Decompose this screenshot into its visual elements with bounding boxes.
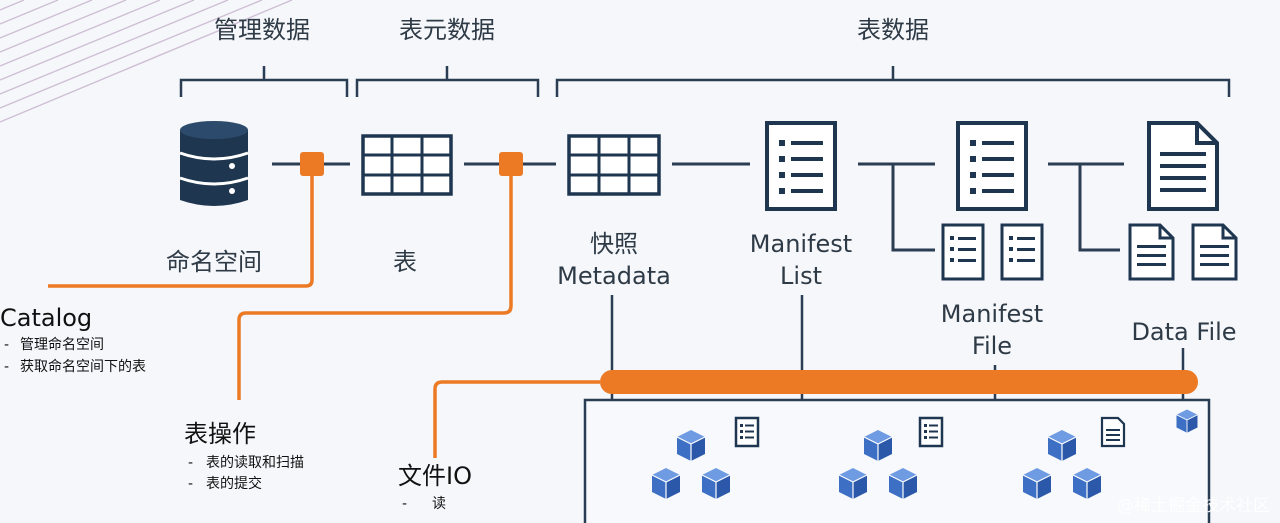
small-manifest-file-icon <box>1000 223 1044 281</box>
watermark: @稀土掘金技术社区 <box>1117 496 1270 516</box>
small-data-file-icon <box>1128 223 1175 281</box>
database-icon <box>179 121 249 206</box>
storage-list-doc-icon <box>918 416 944 448</box>
decorative-stripes <box>0 0 293 123</box>
small-data-file-icon <box>1191 223 1238 281</box>
group-title-table-meta: 表元数据 <box>399 16 495 44</box>
table-ops-item: 表的提交 <box>206 476 262 492</box>
table-grid-icon <box>361 134 453 196</box>
catalog-title: Catalog <box>0 304 93 332</box>
node-label-data-file: Data File <box>1131 318 1237 346</box>
file-io-bullet: - <box>402 496 408 512</box>
table-ops-bullet: - <box>188 455 194 471</box>
small-manifest-file-icon <box>941 223 985 281</box>
group-title-management: 管理数据 <box>214 16 310 44</box>
file-io-bar <box>600 370 1198 394</box>
node-label-manifest-list-2: List <box>780 262 822 290</box>
node-label-manifest-file-2: File <box>971 332 1013 360</box>
node-label-metadata: Metadata <box>557 262 671 290</box>
manifest-list-icon <box>765 121 837 211</box>
table-ops-bullet: - <box>188 476 194 492</box>
table-ops-connector-point <box>499 152 523 176</box>
table-ops-title: 表操作 <box>184 420 256 448</box>
catalog-item: 获取命名空间下的表 <box>20 359 146 375</box>
catalog-bullet: - <box>4 337 10 353</box>
storage-file-doc-icon <box>1100 416 1126 448</box>
storage-list-doc-icon <box>734 416 760 448</box>
data-file-icon <box>1147 121 1219 211</box>
group-brace-table-data <box>555 66 1231 97</box>
node-label-namespace: 命名空间 <box>166 248 262 276</box>
catalog-item: 管理命名空间 <box>20 337 104 353</box>
catalog-connector-point <box>300 152 324 176</box>
table-ops-item: 表的读取和扫描 <box>206 455 304 471</box>
file-io-title: 文件IO <box>398 462 472 490</box>
node-label-manifest-file-1: Manifest <box>940 300 1044 328</box>
annotation-leader-lines <box>48 176 600 458</box>
group-brace-management <box>179 66 349 97</box>
manifest-file-icon <box>956 121 1028 211</box>
node-label-snapshot: 快照 <box>590 230 638 258</box>
group-title-table-data: 表数据 <box>857 16 929 44</box>
node-label-table: 表 <box>393 248 417 276</box>
catalog-bullet: - <box>4 359 10 375</box>
snapshot-grid-icon <box>567 134 661 196</box>
node-label-manifest-list-1: Manifest <box>749 230 853 258</box>
group-brace-table-meta <box>355 66 540 97</box>
file-io-item: 读 <box>432 496 446 512</box>
